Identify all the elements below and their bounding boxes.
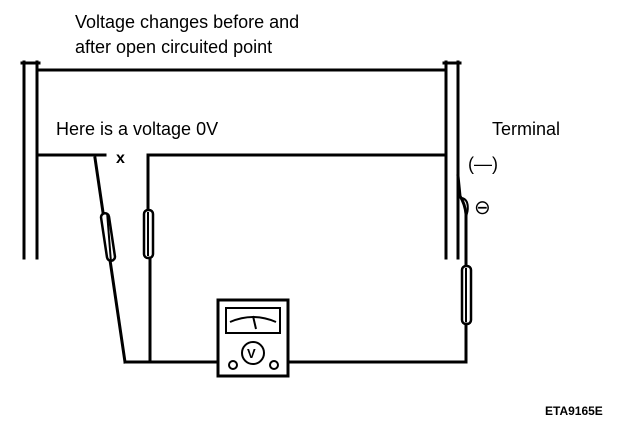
probe-lead-center — [142, 153, 155, 364]
probe-lead-left — [93, 156, 127, 364]
voltmeter-icon: V — [216, 298, 290, 378]
meter-symbol: V — [247, 346, 256, 361]
title-line-2: after open circuited point — [75, 37, 272, 57]
meter-terminal-negative — [228, 360, 238, 370]
open-circuit-mark: x — [116, 150, 125, 167]
title-line-1: Voltage changes before and — [75, 12, 299, 32]
right-component — [442, 60, 462, 260]
minus-symbol-icon: ⊖ — [474, 197, 491, 219]
probe-lead-terminal — [456, 174, 473, 364]
left-component — [20, 60, 41, 260]
terminal-sign: (—) — [468, 154, 498, 174]
figure-code: ETA9165E — [545, 404, 603, 418]
voltage-note: Here is a voltage 0V — [56, 119, 218, 139]
meter-terminal-positive — [269, 360, 279, 370]
terminal-label: Terminal — [492, 119, 560, 139]
